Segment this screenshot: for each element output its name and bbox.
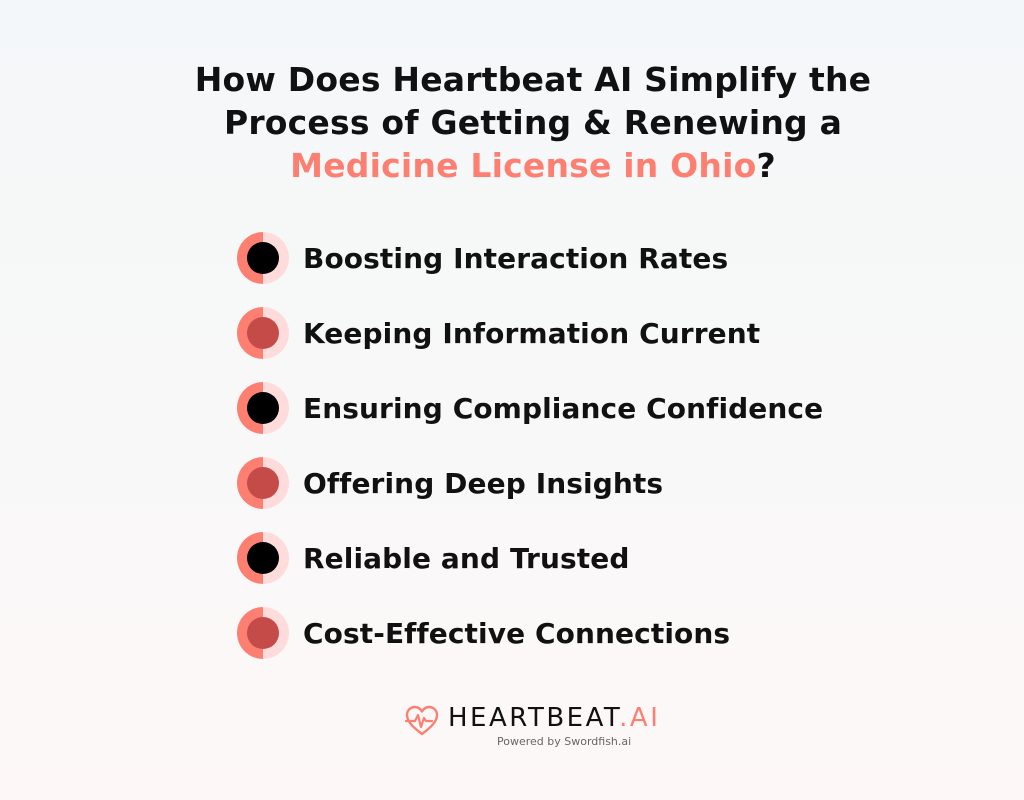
list-item: Boosting Interaction Rates: [237, 232, 823, 284]
page-title: How Does Heartbeat AI Simplify the Proce…: [0, 58, 1024, 187]
list-item: Offering Deep Insights: [237, 457, 823, 509]
bullet-icon: [237, 532, 289, 584]
brand-name: HEARTBEAT.AI: [448, 703, 660, 733]
title-accent: Medicine License in Ohio: [290, 146, 757, 185]
title-line-3: Medicine License in Ohio?: [0, 144, 1024, 187]
list-item: Keeping Information Current: [237, 307, 823, 359]
title-line-1: How Does Heartbeat AI Simplify the: [194, 60, 872, 99]
list-item-label: Boosting Interaction Rates: [303, 241, 729, 275]
list-item-label: Ensuring Compliance Confidence: [303, 391, 824, 425]
list-item-label: Reliable and Trusted: [303, 541, 630, 575]
title-suffix: ?: [756, 146, 776, 185]
list-item-label: Offering Deep Insights: [303, 466, 664, 500]
list-item: Ensuring Compliance Confidence: [237, 382, 823, 434]
bullet-dot: [247, 317, 279, 349]
list-item: Cost-Effective Connections: [237, 607, 823, 659]
title-line-2: Process of Getting & Renewing a: [223, 103, 843, 142]
brand-main: HEARTBEAT: [448, 703, 620, 733]
bullet-dot: [247, 542, 279, 574]
benefits-list: Boosting Interaction Rates Keeping Infor…: [237, 232, 823, 682]
heartbeat-logo: HEARTBEAT.AI: [404, 703, 660, 739]
bullet-icon: [237, 607, 289, 659]
bullet-dot: [247, 467, 279, 499]
bullet-icon: [237, 382, 289, 434]
list-item-label: Cost-Effective Connections: [303, 616, 731, 650]
brand-suffix: .AI: [619, 703, 661, 733]
bullet-dot: [247, 617, 279, 649]
bullet-icon: [237, 232, 289, 284]
bullet-dot: [247, 392, 279, 424]
bullet-icon: [237, 307, 289, 359]
list-item-label: Keeping Information Current: [303, 316, 761, 350]
heart-pulse-icon: [404, 705, 439, 736]
tagline: Powered by Swordfish.ai: [497, 735, 632, 748]
bullet-dot: [247, 242, 279, 274]
bullet-icon: [237, 457, 289, 509]
list-item: Reliable and Trusted: [237, 532, 823, 584]
